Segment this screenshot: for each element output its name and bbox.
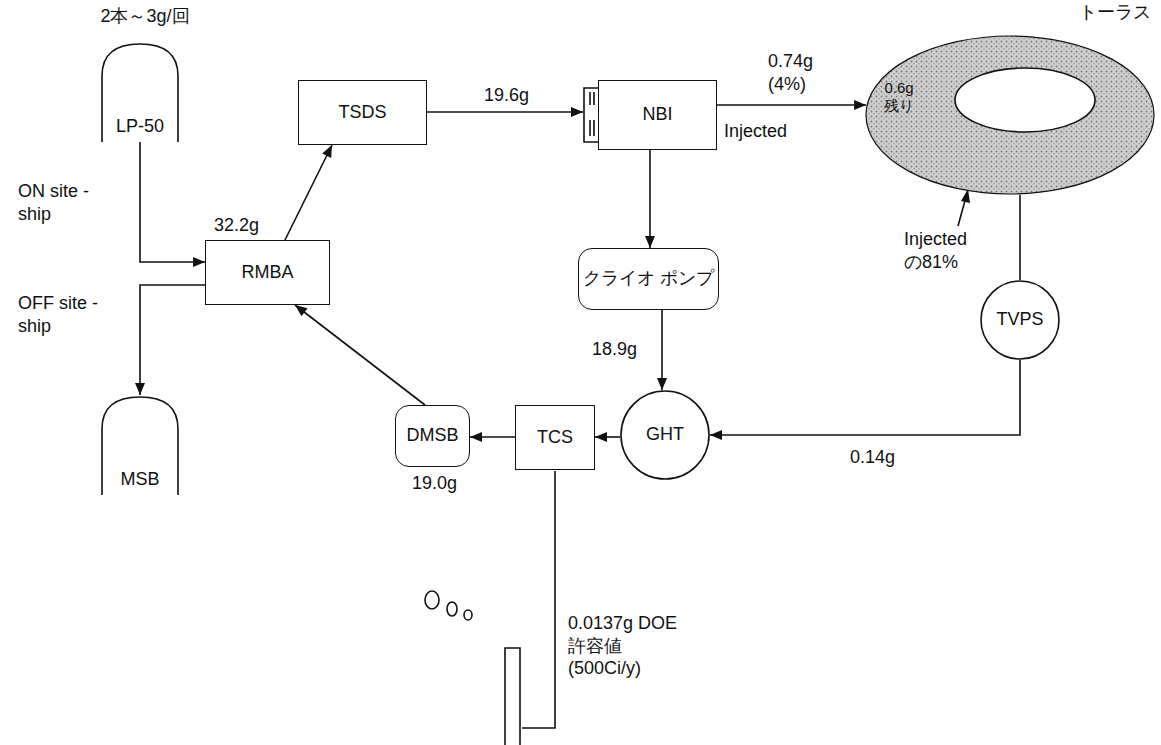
node-label: DMSB [406, 425, 458, 447]
flow-connector [1020, 195, 1021, 280]
note-text: Injected [722, 120, 789, 143]
connector-line [140, 285, 205, 395]
edge-label: 18.9g [590, 338, 639, 361]
connector-line [649, 150, 651, 248]
process-box: TSDS [298, 80, 427, 145]
torus-outline [865, 35, 1155, 195]
storage-box: DMSB [395, 405, 470, 467]
arrowhead [657, 378, 667, 390]
storage-tank: MSB [100, 395, 180, 495]
pump-box: クライオ ポンプ [578, 248, 719, 310]
arrowhead [135, 383, 145, 395]
note-text: Injected の81% [902, 228, 988, 273]
flow-amount: 32.2g [212, 214, 261, 237]
edge-label: 19.6g [482, 84, 531, 107]
node-label: TSDS [338, 102, 386, 124]
flow-connector [427, 107, 583, 117]
stack [505, 648, 520, 745]
node-label: クライオ ポンプ [583, 268, 714, 290]
nbi-bracket [584, 88, 598, 142]
flow-connector [717, 100, 866, 110]
node-label: TCS [537, 427, 573, 449]
flow-connector [135, 285, 205, 395]
torus-vessel: トーラス0.6g 残り [865, 35, 1155, 195]
connector-line [1019, 195, 1021, 280]
arrowhead [571, 107, 583, 117]
smoke [425, 591, 439, 609]
supply-tank: 2本～3g/回LP-50 [100, 42, 180, 142]
edge-label: ON site -ship [16, 180, 100, 225]
connector-line [427, 111, 583, 113]
arrowhead [710, 430, 722, 440]
connector-line [140, 142, 205, 262]
flow-connector [285, 145, 332, 240]
nbi-plates [590, 92, 594, 136]
flow-connector [657, 310, 667, 390]
node-label: MSB [100, 469, 180, 491]
flow-connector [295, 305, 425, 405]
process-box: TCS [515, 405, 595, 470]
edge-label: OFF site -ship [16, 292, 106, 337]
node-label: RMBA [241, 262, 293, 284]
connector-line [285, 145, 332, 240]
arrowhead [322, 145, 332, 158]
connector-line [710, 360, 1020, 435]
flow-connector [470, 432, 515, 442]
exhaust-line [522, 471, 555, 728]
process-box: NBI [598, 80, 717, 150]
release-limit: 0.0137g DOE許容値 (500Ci/y) [566, 612, 690, 680]
connector-line [661, 310, 663, 390]
node-label: TVPS [996, 309, 1043, 331]
flow-connector [140, 142, 205, 267]
smoke [464, 610, 472, 620]
arrowhead [854, 100, 866, 110]
node-heading: 2本～3g/回 [90, 6, 200, 28]
node-label: 0.6g 残り [877, 79, 921, 115]
process-circle: GHT [620, 390, 710, 480]
edge-label: 0.14g [848, 446, 897, 469]
flow-connector [595, 432, 620, 442]
node-label: LP-50 [100, 116, 180, 138]
edge-label: 19.0g [410, 472, 459, 495]
arrowhead [595, 432, 607, 442]
process-box: RMBA [205, 240, 330, 305]
process-circle: TVPS [980, 280, 1060, 360]
edge-label: 0.74g (4%) [766, 50, 832, 95]
flow-connector [645, 150, 655, 248]
smoke [447, 602, 457, 616]
node-heading: トーラス [1079, 2, 1151, 24]
node-label: NBI [642, 104, 672, 126]
connector-line [295, 305, 425, 405]
arrowhead [470, 432, 482, 442]
arrowhead [645, 236, 655, 248]
arrowhead [193, 257, 205, 267]
node-label: GHT [646, 424, 684, 446]
arrowhead [295, 305, 308, 316]
flow-connector [710, 360, 1020, 440]
connector-line [717, 104, 866, 106]
